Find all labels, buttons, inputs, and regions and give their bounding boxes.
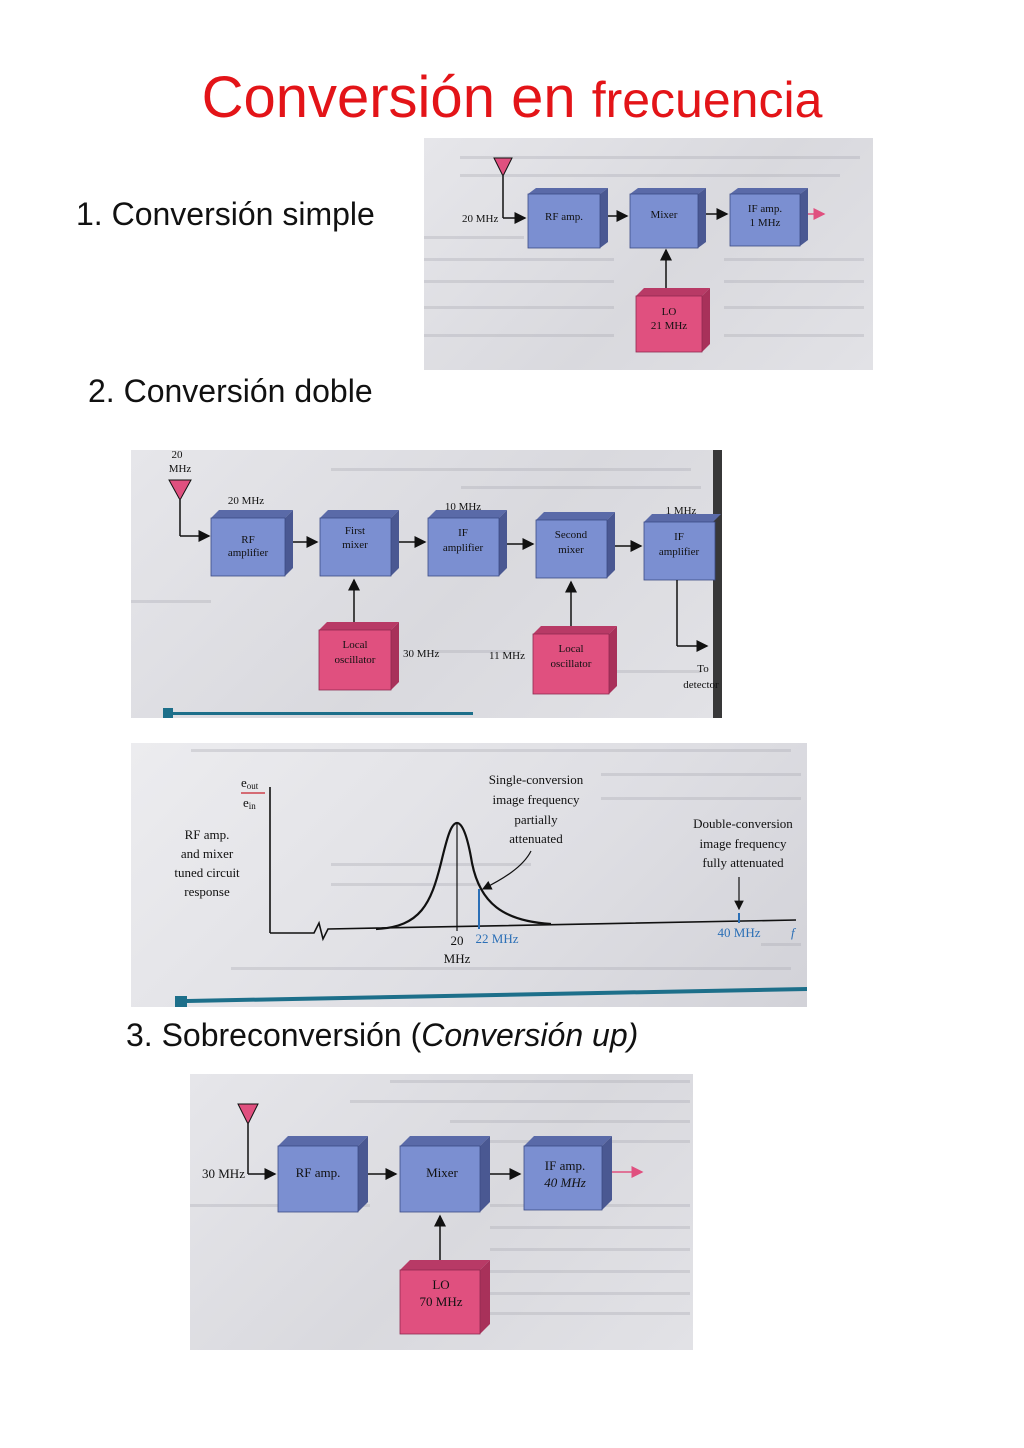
if-amp-block: IF amp. 40 MHz <box>523 1136 612 1211</box>
antenna-frequency-top: 20 <box>172 450 184 461</box>
single-conversion-note-4: attenuated <box>509 831 563 846</box>
rf-amplifier-label-1: RF <box>241 534 254 546</box>
double-conversion-svg: 20 MHz 20 MHz 10 MHz 1 MHz RF amplifier … <box>131 450 722 718</box>
background-text-lines <box>131 468 701 673</box>
title-part-1: Conversión en <box>201 65 576 130</box>
left-label-4: response <box>184 884 230 899</box>
rf-amp-label: RF amp. <box>545 211 583 223</box>
second-mixer-label-1: Second <box>555 529 588 541</box>
antenna-icon <box>493 157 513 178</box>
x-axis-label: f <box>791 925 797 940</box>
x-axis <box>270 919 797 942</box>
first-mixer-label-1: First <box>345 525 365 537</box>
single-conversion-svg: 20 MHz RF amp. Mixer IF amp. 1 MHz <box>424 156 864 353</box>
single-conversion-note-3: partially <box>514 812 558 827</box>
tick-label-40: 40 MHz <box>718 925 761 940</box>
local-oscillator-1-block: Local oscillator <box>318 622 399 691</box>
if-amp-label: IF amp. <box>748 203 782 215</box>
double-conversion-diagram: 20 MHz 20 MHz 10 MHz 1 MHz RF amplifier … <box>131 450 722 718</box>
background-text-lines <box>191 749 801 970</box>
double-conversion-note-3: fully attenuated <box>702 855 784 870</box>
section-label-double: 2. Conversión doble <box>88 373 373 409</box>
first-mixer-label-2: mixer <box>342 539 368 551</box>
if-amplifier-2-label-2: amplifier <box>659 546 700 558</box>
section-label-simple: 1. Conversión simple <box>76 196 375 232</box>
teal-rule-marker <box>163 708 173 718</box>
if-amp-frequency: 40 MHz <box>544 1175 586 1190</box>
lo-frequency: 70 MHz <box>420 1294 463 1309</box>
lo-block: LO 70 MHz <box>399 1260 490 1335</box>
double-conversion-note-1: Double-conversion <box>693 816 793 831</box>
mixer-label: Mixer <box>426 1165 458 1180</box>
local-oscillator-1-label-2: oscillator <box>335 654 376 666</box>
local-oscillator-1-label-1: Local <box>342 639 367 651</box>
antenna-frequency-unit: MHz <box>169 463 192 475</box>
if-amp-frequency: 1 MHz <box>750 217 781 229</box>
local-oscillator-1-frequency: 30 MHz <box>403 648 439 660</box>
single-conversion-note-1: Single-conversion <box>489 772 584 787</box>
tick-label-22: 22 MHz <box>476 931 519 946</box>
lo-label: LO <box>432 1277 449 1292</box>
antenna-icon <box>237 1103 259 1126</box>
up-conversion-diagram: 30 MHz RF amp. Mixer IF amp. 40 MHz <box>190 1074 693 1350</box>
section-label-up: 3. Sobreconversión (Conversión up) <box>126 1017 638 1054</box>
if-amp-label: IF amp. <box>545 1158 585 1173</box>
freq-label-20: 20 MHz <box>228 495 264 507</box>
if-amp-block: IF amp. 1 MHz <box>729 188 808 247</box>
background-text-lines <box>424 156 864 337</box>
mixer-block: Mixer <box>399 1136 490 1213</box>
if-amplifier-2-block: IF amplifier <box>643 514 721 581</box>
if-amplifier-2-label-1: IF <box>674 531 684 543</box>
up-conversion-svg: 30 MHz RF amp. Mixer IF amp. 40 MHz <box>190 1080 690 1335</box>
if-amplifier-1-label-1: IF <box>458 527 468 539</box>
rf-amp-block: RF amp. <box>277 1136 368 1213</box>
local-oscillator-2-label-1: Local <box>558 643 583 655</box>
rf-amplifier-block: RF amplifier <box>210 510 293 577</box>
input-frequency: 20 MHz <box>462 213 498 225</box>
second-mixer-block: Second mixer <box>535 512 615 579</box>
output-label-2: detector <box>683 679 719 691</box>
if-amplifier-1-label-2: amplifier <box>443 542 484 554</box>
single-conversion-diagram: 20 MHz RF amp. Mixer IF amp. 1 MHz <box>424 138 873 370</box>
left-label-2: and mixer <box>181 846 234 861</box>
input-frequency: 30 MHz <box>202 1166 245 1181</box>
single-conversion-note-2: image frequency <box>493 792 580 807</box>
double-conversion-note-2: image frequency <box>700 836 787 851</box>
section-label-up-italic: Conversión up) <box>421 1017 639 1053</box>
y-axis-numerator: eout <box>241 775 259 791</box>
tuned-circuit-response-figure: eout ein RF amp. and mixer tuned circuit… <box>131 743 807 1007</box>
page-title: Conversión en frecuencia <box>0 58 1024 140</box>
rf-amplifier-label-2: amplifier <box>228 547 269 559</box>
left-label-1: RF amp. <box>185 827 230 842</box>
left-label-3: tuned circuit <box>174 865 240 880</box>
rf-amp-label: RF amp. <box>296 1165 341 1180</box>
tick-label-mhz: MHz <box>444 951 471 966</box>
first-mixer-block: First mixer <box>319 510 399 577</box>
second-mixer-label-2: mixer <box>558 544 584 556</box>
local-oscillator-2-block: Local oscillator <box>532 626 617 695</box>
y-axis-denominator: ein <box>243 795 256 811</box>
tick-label-20: 20 <box>451 933 464 948</box>
if-amplifier-1-block: IF amplifier <box>427 510 507 577</box>
rf-amp-block: RF amp. <box>527 188 608 249</box>
teal-rule <box>173 712 473 715</box>
mixer-label: Mixer <box>651 209 678 221</box>
antenna-icon <box>168 479 192 502</box>
output-label-1: To <box>697 663 709 675</box>
local-oscillator-2-label-2: oscillator <box>551 658 592 670</box>
mixer-block: Mixer <box>629 188 706 249</box>
lo-label: LO <box>662 306 677 318</box>
local-oscillator-2-frequency: 11 MHz <box>489 650 525 662</box>
response-svg: eout ein RF amp. and mixer tuned circuit… <box>174 749 807 1007</box>
lo-block: LO 21 MHz <box>635 288 710 353</box>
lo-frequency: 21 MHz <box>651 320 687 332</box>
section-label-up-main: 3. Sobreconversión ( <box>126 1017 422 1053</box>
title-part-2: frecuencia <box>591 72 823 128</box>
